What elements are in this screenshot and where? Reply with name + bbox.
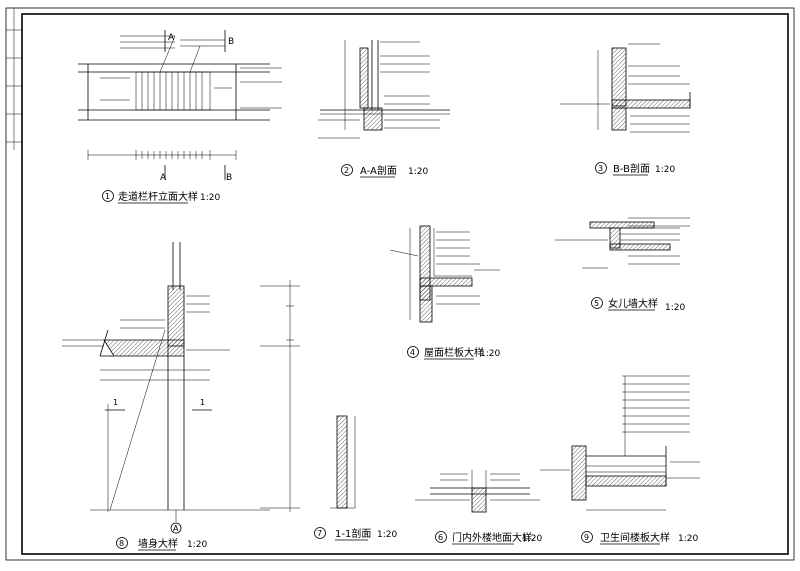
section-cut-1: 1 1	[105, 398, 212, 411]
detail-2-number: 2	[344, 166, 349, 175]
detail-9-bathroom-slab: 9 卫生间楼板大样 1:20	[540, 375, 700, 545]
detail-8-title: 墙身大样	[138, 537, 178, 550]
balusters	[141, 72, 203, 110]
section-cut-marks: A B A B	[160, 30, 234, 183]
section-1-right: 1	[200, 398, 205, 407]
detail-6-title: 门内外楼地面大样	[452, 531, 532, 544]
axis-a-label: A	[173, 524, 179, 533]
detail-7-number: 7	[317, 529, 322, 538]
detail-8-wall-section: 1 1 A 8 墙身大样	[62, 242, 300, 551]
detail-4-title: 屋面栏板大样	[424, 346, 484, 359]
dimension-line	[87, 150, 237, 160]
sheet-frame	[5, 7, 795, 561]
detail-5-title: 女儿墙大样	[608, 297, 658, 310]
section-a-top: A	[168, 33, 175, 43]
detail-7-section-11: 7 1-1剖面 1:20	[314, 415, 397, 541]
detail-6-scale: 1:20	[522, 534, 542, 544]
annotation-leaders	[560, 43, 690, 133]
detail-1-title: 走道栏杆立面大样	[118, 190, 198, 203]
detail-2-section-aa: 2 A-A剖面 1:20	[318, 40, 450, 178]
detail-9-label: 9 卫生间楼板大样 1:20	[581, 531, 698, 545]
annotation-leaders	[62, 295, 230, 351]
detail-5-scale: 1:20	[665, 303, 685, 313]
detail-8-label: 8 墙身大样 1:20	[116, 537, 207, 551]
detail-3-scale: 1:20	[655, 165, 675, 175]
detail-5-parapet-wall: 5 女儿墙大样 1:20	[555, 217, 690, 313]
detail-4-number: 4	[410, 348, 415, 357]
detail-1-label: 1 走道栏杆立面大样 1:20	[102, 190, 220, 204]
section-1-left: 1	[113, 398, 118, 407]
detail-3-label: 3 B-B剖面 1:20	[595, 162, 675, 176]
section-b-top: B	[228, 37, 234, 47]
detail-9-scale: 1:20	[678, 534, 698, 544]
detail-2-scale: 1:20	[408, 167, 428, 177]
detail-8-scale: 1:20	[187, 540, 207, 550]
detail-5-number: 5	[594, 299, 599, 308]
detail-9-number: 9	[584, 533, 589, 542]
detail-9-title: 卫生间楼板大样	[600, 531, 670, 544]
section-a-bottom: A	[160, 173, 167, 183]
detail-2-title: A-A剖面	[360, 164, 397, 177]
detail-2-label: 2 A-A剖面 1:20	[341, 164, 428, 178]
detail-8-number: 8	[119, 539, 124, 548]
detail-1-railing-elevation: A B A B 1 走道栏杆立面大样	[78, 30, 282, 204]
detail-3-title: B-B剖面	[613, 162, 650, 175]
annotation-leaders	[415, 473, 540, 501]
annotation-leaders	[318, 41, 440, 139]
section-b-bottom: B	[226, 173, 232, 183]
annotation-leaders	[540, 375, 700, 471]
leader-lines	[120, 35, 282, 109]
detail-1-number: 1	[105, 192, 110, 201]
detail-4-roof-parapet: 4 屋面栏板大样 1:20	[389, 225, 500, 360]
detail-3-section-bb: 3 B-B剖面 1:20	[560, 43, 691, 176]
detail-1-scale: 1:20	[200, 193, 220, 203]
detail-5-label: 5 女儿墙大样 1:20	[591, 297, 685, 313]
detail-6-door-floor: 6 门内外楼地面大样 1:20	[415, 470, 542, 545]
annotation-leaders	[555, 217, 690, 269]
detail-7-label: 7 1-1剖面 1:20	[314, 527, 397, 541]
detail-7-scale: 1:20	[377, 530, 397, 540]
level-markers	[260, 280, 300, 512]
detail-4-label: 4 屋面栏板大样 1:20	[407, 346, 500, 360]
detail-6-number: 6	[438, 533, 443, 542]
detail-3-number: 3	[598, 164, 603, 173]
annotation-leaders	[389, 231, 500, 305]
axis-a-bubble: A	[170, 510, 182, 534]
detail-6-label: 6 门内外楼地面大样 1:20	[435, 531, 542, 545]
detail-4-scale: 1:20	[480, 349, 500, 359]
detail-7-title: 1-1剖面	[335, 527, 371, 540]
